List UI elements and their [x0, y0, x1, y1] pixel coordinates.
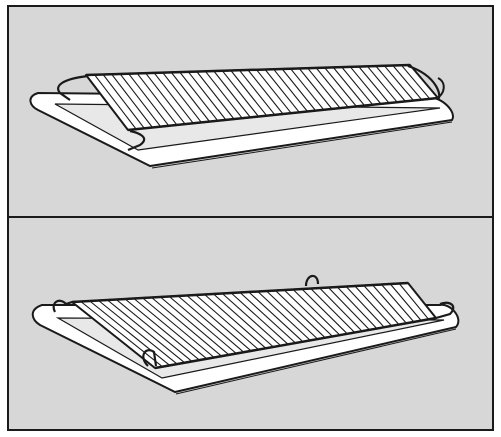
rack-bar	[336, 286, 378, 329]
rack-bar	[136, 73, 178, 126]
rack-bar	[273, 68, 308, 112]
rack-bar	[264, 69, 300, 113]
rack-bar	[177, 295, 245, 353]
rack-bar	[366, 65, 398, 103]
rack-bar	[115, 299, 193, 362]
rack-bar	[128, 73, 170, 127]
rack-bar	[153, 72, 194, 124]
rack-bar	[310, 288, 356, 333]
rack-bar	[363, 285, 400, 325]
rack-bar	[290, 68, 325, 111]
rack-bar	[187, 71, 227, 121]
rack-bar	[230, 70, 268, 117]
rack-bar	[102, 74, 145, 129]
rack-bar	[256, 69, 292, 114]
rack-bar	[221, 293, 282, 347]
rack-bar	[160, 296, 230, 356]
rack-bar	[381, 284, 415, 323]
rack-bar	[358, 66, 390, 104]
rack-bar	[170, 72, 211, 122]
rack-bar	[349, 66, 382, 105]
rack-bar	[145, 72, 186, 125]
rack-bar	[239, 69, 276, 116]
rack-bar	[315, 67, 349, 108]
rack-bar	[307, 67, 341, 109]
rack-bar	[204, 70, 243, 119]
rack-bar	[196, 71, 235, 120]
rack-bar	[319, 287, 363, 332]
rack-bar	[332, 67, 366, 106]
rack-bar	[354, 285, 393, 327]
rack-bar	[324, 67, 357, 107]
rack-bar	[80, 301, 163, 368]
rack-bar	[298, 68, 333, 110]
rack-bar	[179, 71, 219, 122]
rack-bar	[98, 300, 178, 365]
rack-bar	[119, 73, 162, 127]
rack-bar	[248, 291, 304, 343]
rack-top-bars	[94, 64, 431, 130]
rack-bar	[111, 73, 153, 128]
rack-bar	[230, 292, 289, 345]
rack-bar	[133, 298, 208, 360]
rack-bar	[266, 290, 319, 340]
rack-bar	[213, 70, 251, 118]
rack-bottom-bars	[80, 283, 430, 368]
rack-bar	[341, 66, 374, 106]
rack-bar	[345, 286, 385, 328]
rack-bar	[239, 292, 296, 344]
rack-bar	[375, 65, 406, 102]
rack-bar	[107, 299, 185, 364]
wire-rack-bottom	[52, 274, 455, 370]
rack-bar	[281, 68, 317, 111]
wire-rack-top	[57, 63, 445, 152]
rack-bar	[168, 296, 237, 354]
rack-bar	[195, 294, 259, 351]
rack-bar	[389, 283, 422, 321]
rack-bar	[292, 289, 341, 336]
rack-bar	[89, 300, 171, 366]
rack-bar	[257, 291, 311, 341]
rack-bar	[213, 293, 274, 348]
rack-bar	[94, 74, 137, 130]
rack-bar	[301, 288, 348, 335]
rack-bar	[124, 298, 200, 361]
panel-bottom	[7, 216, 494, 431]
rack-bar	[283, 289, 333, 337]
rack-bar	[204, 294, 267, 349]
rack-bar	[275, 290, 326, 339]
rack-bar	[328, 287, 370, 331]
rack-bar	[372, 284, 407, 324]
rack-bar	[142, 297, 215, 358]
panel-top	[7, 5, 494, 218]
rack-bar	[383, 65, 414, 101]
rack-bar	[392, 65, 423, 101]
rack-bar	[186, 295, 252, 352]
rack-bar	[221, 70, 259, 117]
rack-bar	[247, 69, 284, 115]
rack-bar	[401, 64, 431, 100]
rack-bar	[162, 72, 202, 123]
rack-bar	[398, 283, 430, 320]
rack-bar	[151, 297, 222, 357]
